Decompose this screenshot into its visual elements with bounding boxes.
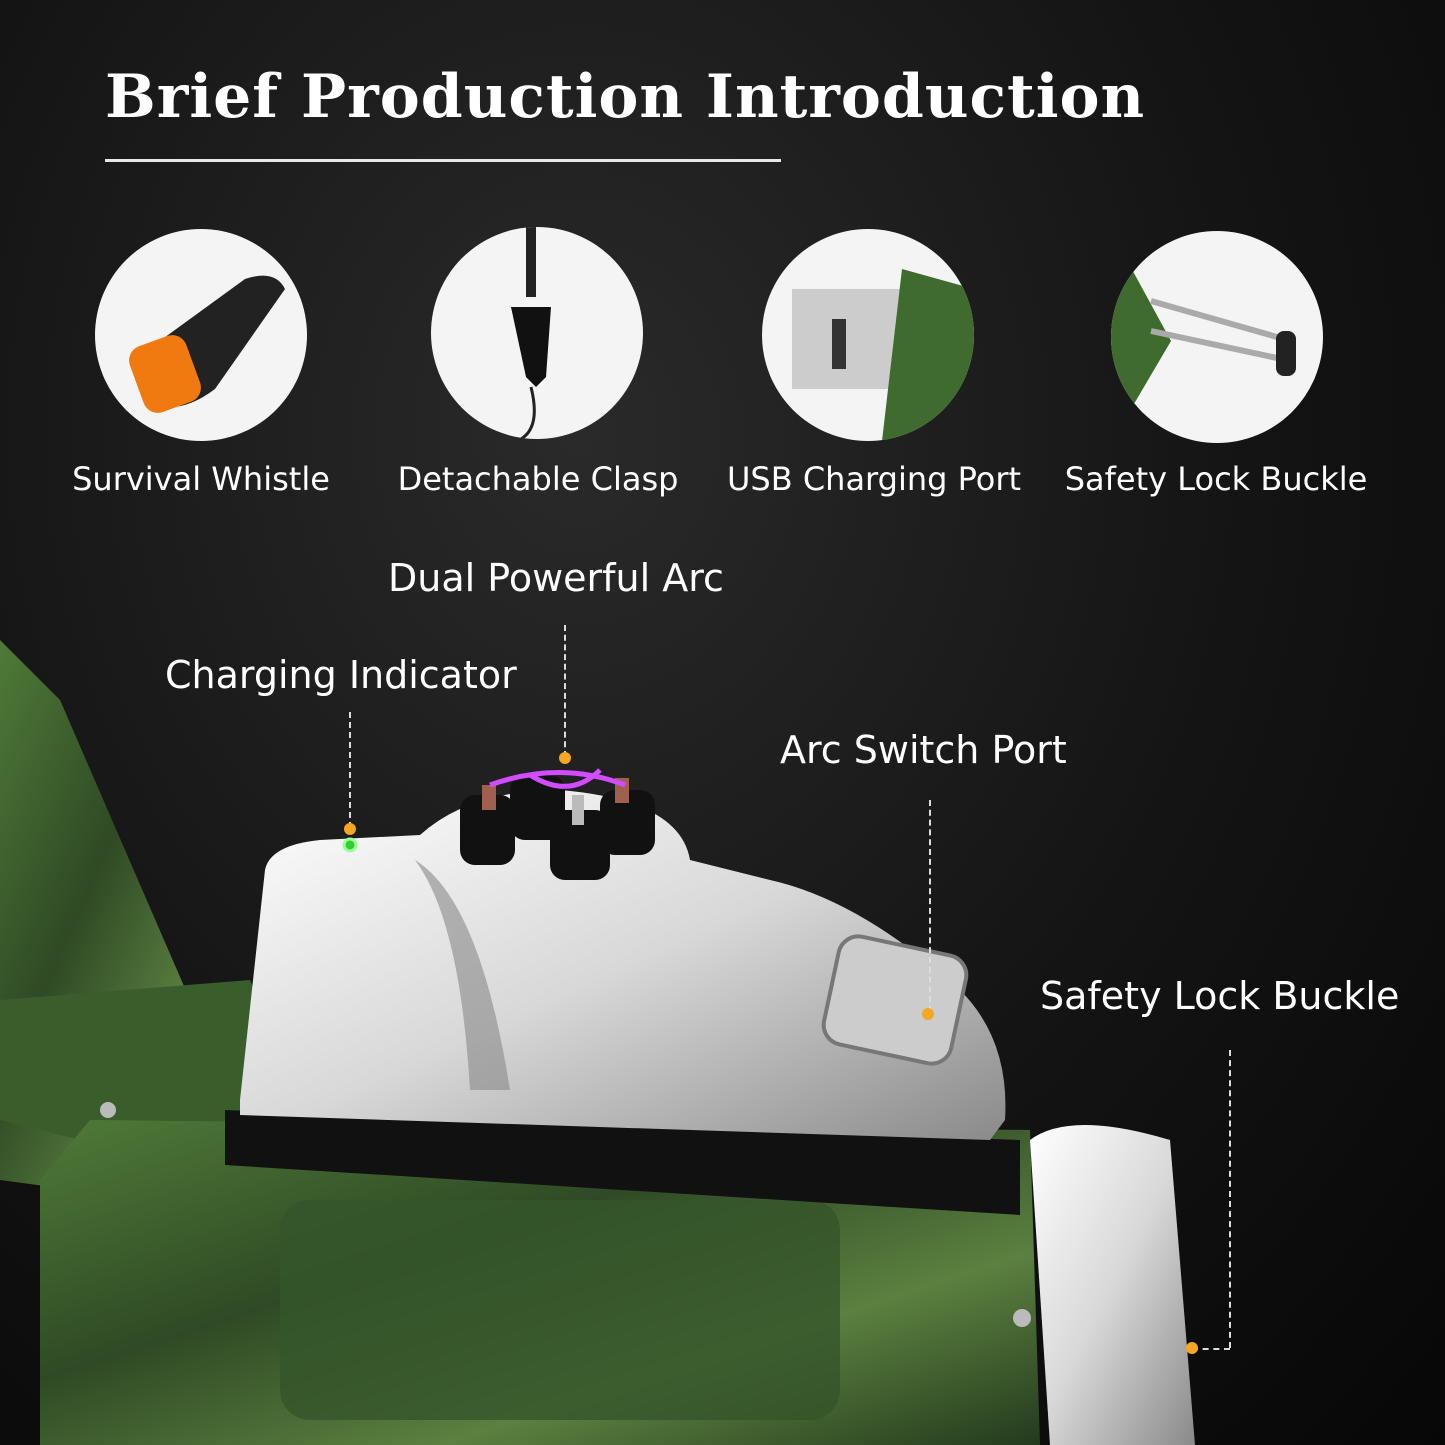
lock-buckle-icon bbox=[1111, 231, 1323, 443]
feature-label: Survival Whistle bbox=[72, 460, 330, 498]
callout-dot bbox=[1186, 1342, 1198, 1354]
callout-line bbox=[929, 800, 931, 1012]
callout-line bbox=[349, 712, 351, 828]
callout-dot bbox=[559, 752, 571, 764]
callout-line bbox=[564, 625, 566, 757]
callout-line bbox=[1192, 1348, 1230, 1350]
whistle-icon bbox=[95, 229, 307, 441]
callout-line bbox=[1229, 1050, 1231, 1348]
callout-dot bbox=[344, 823, 356, 835]
title-underline bbox=[105, 159, 781, 162]
usb-port-icon bbox=[762, 229, 974, 441]
callout-dual-arc: Dual Powerful Arc bbox=[388, 556, 724, 600]
feature-label: Safety Lock Buckle bbox=[1064, 460, 1368, 498]
callout-safety-buckle: Safety Lock Buckle bbox=[1040, 974, 1400, 1018]
callout-dot bbox=[922, 1008, 934, 1020]
callout-arc-switch: Arc Switch Port bbox=[780, 728, 1067, 772]
feature-label: Detachable Clasp bbox=[397, 460, 679, 498]
feature-label: USB Charging Port bbox=[726, 460, 1022, 498]
callout-charging-indicator: Charging Indicator bbox=[165, 653, 517, 697]
page-title: Brief Production Introduction bbox=[105, 62, 1146, 132]
clasp-icon bbox=[431, 227, 643, 439]
